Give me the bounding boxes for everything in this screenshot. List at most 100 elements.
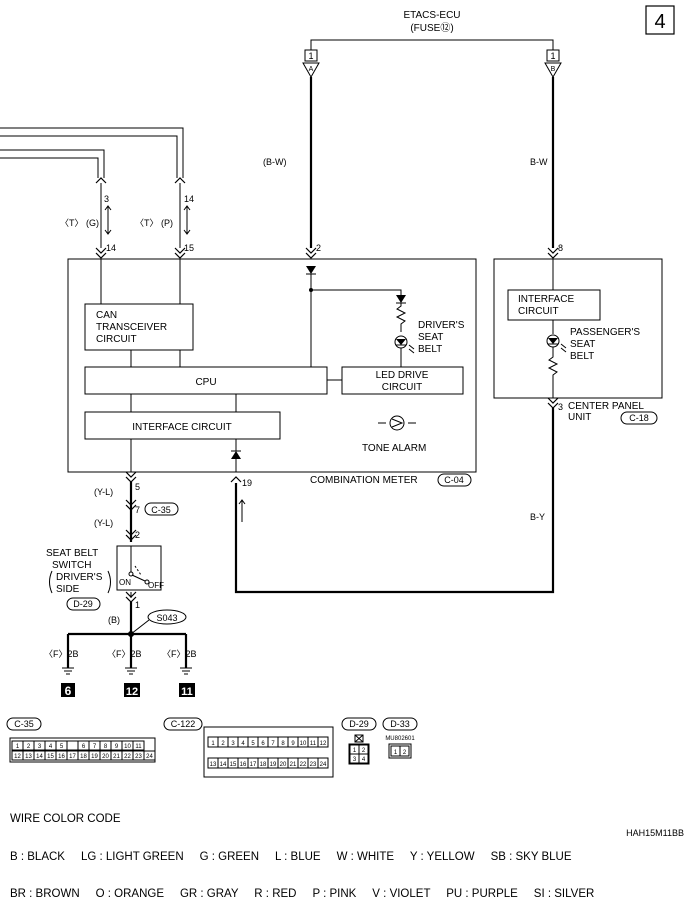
pin-2-meter: 2: [316, 243, 321, 253]
connector-pin-label: 24: [146, 754, 153, 760]
connector-pin-label: 2: [221, 741, 225, 747]
etacs-bracket: [310, 39, 554, 50]
svg-text:ON: ON: [119, 578, 131, 587]
seat-belt-switch-box: [116, 545, 162, 591]
connector-pin-label: 18: [80, 754, 87, 760]
svg-text:LED DRIVE: LED DRIVE: [376, 370, 429, 381]
connector-pin-label: 1: [353, 748, 357, 754]
connector-pin-label: 16: [58, 754, 65, 760]
connector-pin-label: 15: [230, 762, 237, 768]
diagram-code: HAH15M11BB: [626, 828, 684, 838]
center-panel-box: [493, 258, 663, 399]
connector-pin-label: 15: [47, 754, 54, 760]
pin-19: 19: [242, 478, 252, 488]
svg-text:PASSENGER'S: PASSENGER'S: [570, 327, 640, 338]
svg-text:D-29: D-29: [349, 719, 369, 729]
connector-cell: [317, 736, 329, 748]
connector-pin-label: 7: [271, 741, 275, 747]
connector-cell: [132, 740, 145, 751]
pin-7: 7: [135, 505, 140, 515]
connector-pin-label: 20: [280, 762, 287, 768]
connector-cell: [399, 745, 410, 757]
svg-text:(Y-L): (Y-L): [94, 487, 113, 497]
svg-text:SEAT: SEAT: [570, 339, 595, 350]
connector-pin-label: 16: [240, 762, 247, 768]
svg-text:C-35: C-35: [151, 505, 171, 515]
svg-text:12: 12: [126, 686, 138, 698]
svg-text:11: 11: [181, 686, 193, 698]
svg-text:D-29: D-29: [73, 599, 93, 609]
svg-text:1: 1: [308, 51, 313, 61]
connector-pin-label: 1: [394, 750, 398, 756]
svg-text:INTERFACE: INTERFACE: [518, 294, 574, 305]
connector-pin-label: 5: [251, 741, 255, 747]
connector-pin-label: 2: [27, 744, 31, 750]
driver-seat-belt-led: [394, 335, 415, 354]
legend-title: WIRE COLOR CODE: [10, 813, 121, 825]
svg-text:A: A: [309, 66, 314, 73]
pin-1: 1: [135, 600, 140, 610]
connector-pin-label: 22: [300, 762, 307, 768]
tone-alarm-label: TONE ALARM: [362, 443, 426, 454]
connector-pin-label: 24: [320, 762, 327, 768]
svg-text:BELT: BELT: [418, 344, 442, 355]
connector-pin-label: 10: [300, 741, 307, 747]
svg-text:〈F〉2B: 〈F〉2B: [107, 649, 142, 659]
connector-pin-label: 2: [403, 750, 407, 756]
page-number: 4: [645, 5, 675, 35]
wire-bw-label: (B-W): [263, 157, 287, 167]
connector-pin-label: 23: [310, 762, 317, 768]
connector-cell: [66, 740, 79, 751]
svg-text:〈F〉2B: 〈F〉2B: [162, 649, 197, 659]
svg-text:C-18: C-18: [629, 413, 649, 423]
pin-5: 5: [135, 482, 140, 492]
connector-pin-label: 13: [210, 762, 217, 768]
connector-pin-label: 14: [220, 762, 227, 768]
pin-8: 8: [558, 243, 563, 253]
svg-text:SIDE: SIDE: [56, 584, 80, 595]
connector-pin-label: 3: [353, 757, 357, 763]
svg-text:D-33: D-33: [390, 719, 410, 729]
connector-pin-label: 4: [49, 744, 53, 750]
connector-cell: [358, 753, 369, 764]
svg-text:C-04: C-04: [444, 475, 464, 485]
svg-text:S043: S043: [156, 613, 177, 623]
svg-text:CIRCUIT: CIRCUIT: [518, 306, 559, 317]
connector-pin-label: 19: [91, 754, 98, 760]
svg-text:CIRCUIT: CIRCUIT: [382, 382, 423, 393]
svg-text:4: 4: [654, 11, 665, 33]
connector-pin-label: 2: [362, 748, 366, 754]
connector-pin-label: 17: [69, 754, 76, 760]
svg-text:BELT: BELT: [570, 351, 594, 362]
legend-line-1: B : BLACK LG : LIGHT GREEN G : GREEN L :…: [10, 850, 572, 863]
passenger-seat-belt-led: [546, 334, 567, 353]
connector-pin-label: 13: [25, 754, 32, 760]
pin-14-top: 14: [184, 194, 194, 204]
svg-text:(B): (B): [108, 615, 120, 625]
connector-pin-label: 7: [93, 744, 97, 750]
connector-pin-label: 21: [290, 762, 297, 768]
connector-pin-label: 9: [291, 741, 295, 747]
connector-pin-label: 17: [250, 762, 257, 768]
svg-text:1: 1: [550, 51, 555, 61]
connector-pin-label: 10: [124, 744, 131, 750]
connector-pin-label: 18: [260, 762, 267, 768]
pin-3: 3: [104, 194, 109, 204]
svg-text:CIRCUIT: CIRCUIT: [96, 334, 137, 345]
can-transceiver-box: [84, 303, 194, 351]
pin-14: 14: [106, 243, 116, 253]
can-bus-lines: [0, 127, 191, 259]
etacs-connector-a: 1 A: [302, 49, 320, 79]
wiring-diagram: 4 ETACS-ECU (FUSE⑫) 1 A 1 B 3 14 14 15 〈…: [0, 5, 684, 838]
svg-text:SEAT BELT: SEAT BELT: [46, 548, 98, 559]
connector-pin-label: 8: [104, 744, 108, 750]
connector-pin-label: 12: [14, 754, 21, 760]
center-panel-label: CENTER PANEL: [568, 401, 644, 412]
splice-s043: S043: [130, 609, 187, 635]
svg-text:B: B: [551, 66, 556, 73]
connector-pin-label: 12: [320, 741, 327, 747]
